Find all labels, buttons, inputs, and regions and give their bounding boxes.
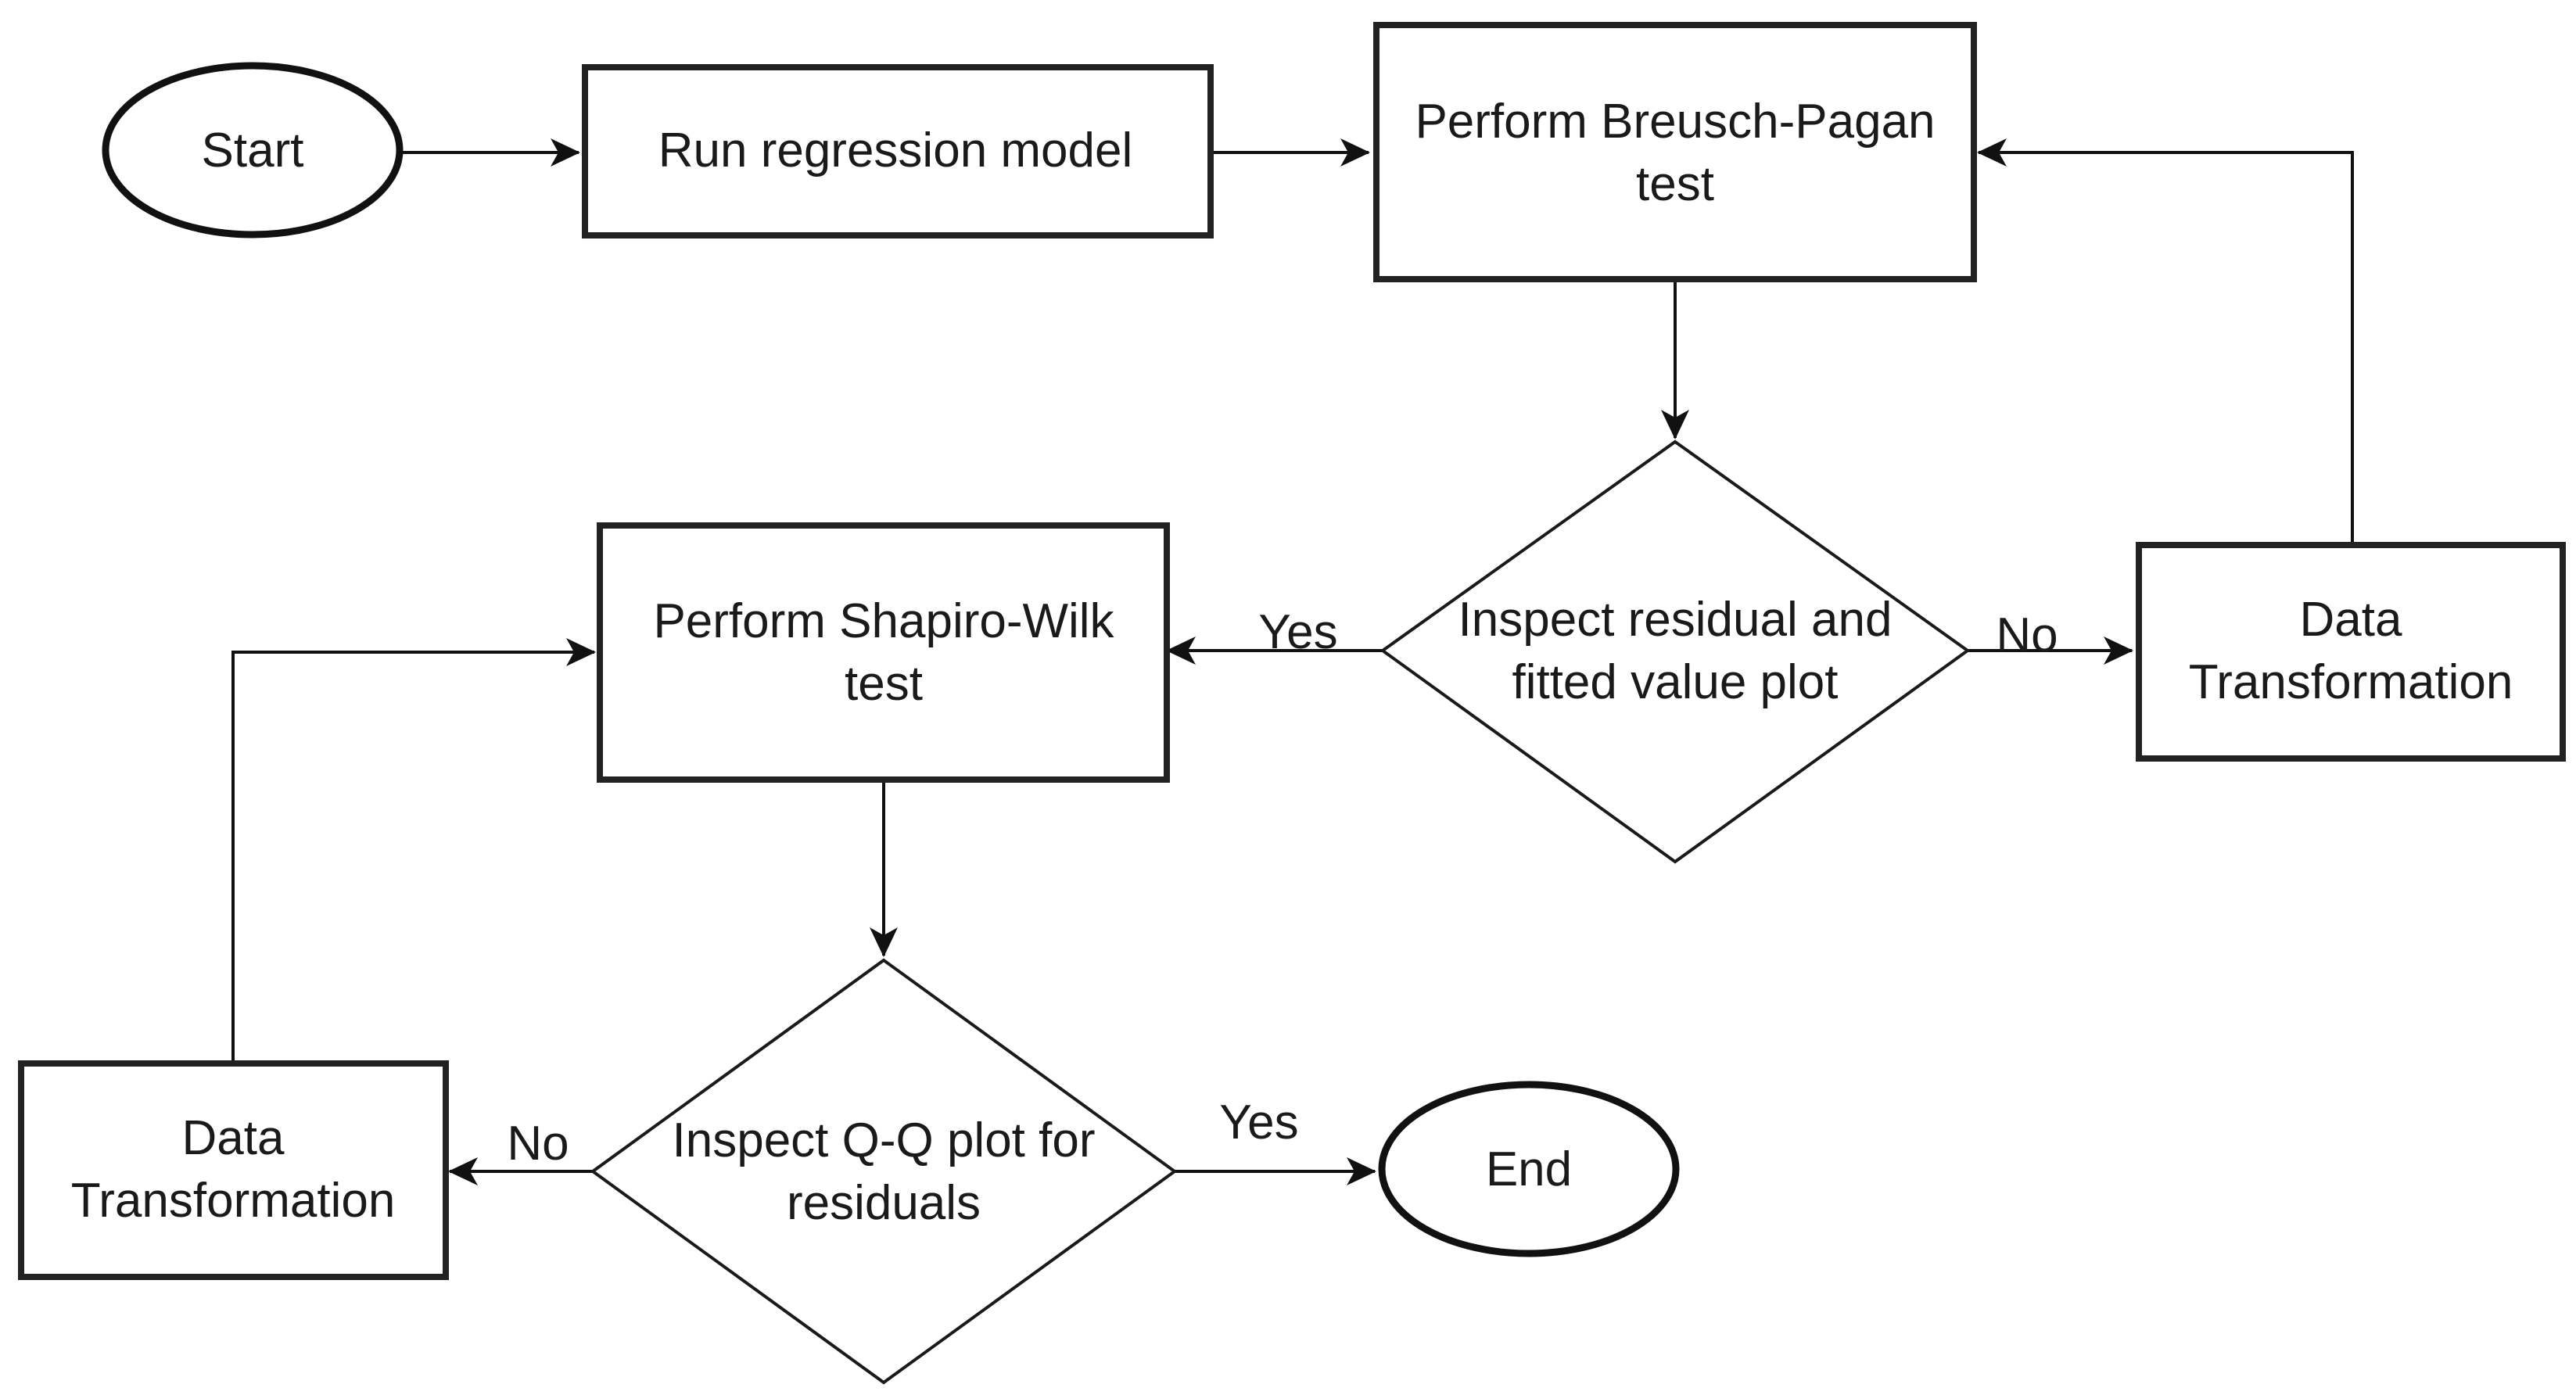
node-label-line: Perform Shapiro-Wilk: [653, 594, 1114, 648]
end-label: End: [1486, 1142, 1572, 1196]
edge-label-residual-no: No: [1996, 608, 2058, 662]
inspect-qq-label: Inspect Q-Q plot for residuals: [673, 1113, 1096, 1230]
shapiro-wilk-box: Perform Shapiro-Wilk test: [597, 522, 1170, 783]
edge-transform-left-to-shapiro: [231, 638, 596, 1061]
edge-label-qq-no: No: [507, 1117, 569, 1171]
node-label-line: Inspect residual and: [1458, 593, 1893, 647]
node-label-line: Transformation: [2189, 655, 2513, 709]
edge-transform-right-to-breusch: [1977, 138, 2354, 545]
run-regression-label: Run regression model: [658, 124, 1133, 178]
inspect-qq-diamond: Inspect Q-Q plot for residuals: [590, 958, 1178, 1385]
shapiro-wilk-label: Perform Shapiro-Wilk test: [653, 594, 1114, 711]
node-label-line: test: [1636, 157, 1714, 211]
end-terminal: End: [1378, 1081, 1680, 1257]
inspect-residual-label: Inspect residual and fitted value plot: [1458, 593, 1893, 709]
node-label-line: Run regression model: [658, 124, 1133, 178]
node-label-line: residuals: [787, 1176, 981, 1230]
node-label-line: Start: [202, 124, 304, 178]
breusch-pagan-label: Perform Breusch-Pagan test: [1415, 95, 1935, 211]
node-label-line: test: [845, 657, 923, 711]
node-label-line: Data: [182, 1111, 285, 1165]
node-label-line: End: [1486, 1142, 1572, 1196]
node-label-line: fitted value plot: [1512, 655, 1838, 709]
node-label-line: Transformation: [71, 1174, 396, 1228]
node-label-line: Inspect Q-Q plot for: [673, 1113, 1096, 1167]
edge-label-residual-yes: Yes: [1258, 605, 1337, 659]
start-label: Start: [202, 124, 304, 178]
edge-label-qq-yes: Yes: [1219, 1096, 1298, 1149]
inspect-residual-diamond: Inspect residual and fitted value plot: [1379, 439, 1971, 864]
node-label-line: Data: [2300, 593, 2402, 647]
breusch-pagan-box: Perform Breusch-Pagan test: [1373, 22, 1977, 282]
start-terminal: Start: [102, 62, 404, 238]
node-label-line: Perform Breusch-Pagan: [1415, 95, 1935, 149]
edges: [231, 138, 2354, 1185]
run-regression-box: Run regression model: [582, 64, 1214, 238]
